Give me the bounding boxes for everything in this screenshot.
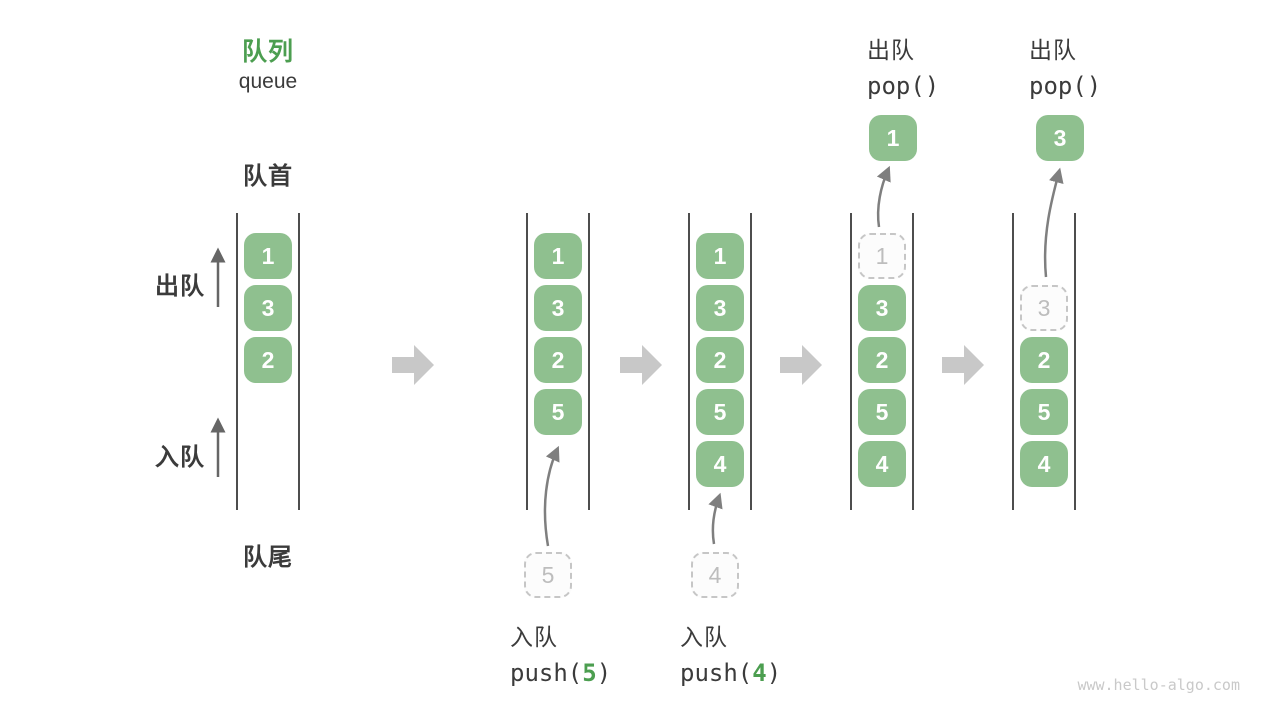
operation-code-text: pop()	[867, 72, 940, 100]
diagram-title-zh: 队列	[241, 38, 295, 66]
queue-wall-right	[1074, 213, 1076, 510]
queue-wall-left	[850, 213, 852, 510]
queue-box: 5	[858, 389, 906, 435]
watermark: www.hello-algo.com	[1077, 676, 1240, 694]
queue-box: 2	[696, 337, 744, 383]
queue-box: 5	[534, 389, 582, 435]
move-arrow-icon	[876, 165, 891, 228]
step-arrow-icon	[392, 345, 434, 385]
queue-box: 4	[696, 441, 744, 487]
queue-box-dashed: 1	[858, 233, 906, 279]
operation-label: 出队 pop()	[1029, 31, 1101, 100]
move-arrow-icon	[1043, 167, 1064, 278]
queue-wall-right	[298, 213, 300, 510]
operation-action-text: 出队	[1029, 37, 1077, 63]
operation-code-text: push(4)	[680, 659, 782, 687]
queue-box: 2	[534, 337, 582, 383]
queue-wall-left	[526, 213, 528, 510]
queue-front-label: 队首	[243, 163, 293, 190]
diagram-title-en: queue	[238, 70, 298, 93]
queue-box: 2	[1020, 337, 1068, 383]
incoming-element-box: 4	[691, 552, 739, 598]
operation-argument: 5	[582, 659, 597, 687]
queue-box: 3	[858, 285, 906, 331]
queue-box: 3	[244, 285, 292, 331]
step-arrow-icon	[620, 345, 662, 385]
operation-label: 出队 pop()	[867, 31, 939, 100]
queue-box: 1	[534, 233, 582, 279]
queue-wall-left	[1012, 213, 1014, 510]
queue-box: 1	[244, 233, 292, 279]
queue-box-dashed: 3	[1020, 285, 1068, 331]
operation-action-text: 入队	[680, 624, 728, 650]
outgoing-element-box: 3	[1036, 115, 1084, 161]
dequeue-side-label: 出队	[155, 273, 205, 300]
operation-action-text: 入队	[510, 624, 558, 650]
move-arrow-icon	[708, 492, 723, 545]
queue-wall-left	[688, 213, 690, 510]
queue-wall-right	[912, 213, 914, 510]
operation-label: 入队 push(4)	[680, 618, 781, 687]
enqueue-side-label: 入队	[155, 444, 205, 471]
queue-box: 2	[244, 337, 292, 383]
queue-box: 4	[1020, 441, 1068, 487]
queue-wall-right	[750, 213, 752, 510]
move-arrow-icon	[543, 445, 560, 547]
operation-action-text: 出队	[867, 37, 915, 63]
queue-box: 4	[858, 441, 906, 487]
outgoing-element-box: 1	[869, 115, 917, 161]
operation-code-text: push(5)	[510, 659, 612, 687]
queue-box: 2	[858, 337, 906, 383]
operation-code-text: pop()	[1029, 72, 1102, 100]
operation-argument: 4	[752, 659, 767, 687]
queue-box: 3	[534, 285, 582, 331]
queue-box: 3	[696, 285, 744, 331]
queue-box: 5	[696, 389, 744, 435]
queue-wall-left	[236, 213, 238, 510]
queue-box: 1	[696, 233, 744, 279]
step-arrow-icon	[942, 345, 984, 385]
operation-label: 入队 push(5)	[510, 618, 611, 687]
step-arrow-icon	[780, 345, 822, 385]
incoming-element-box: 5	[524, 552, 572, 598]
queue-box: 5	[1020, 389, 1068, 435]
queue-wall-right	[588, 213, 590, 510]
queue-rear-label: 队尾	[243, 544, 293, 571]
